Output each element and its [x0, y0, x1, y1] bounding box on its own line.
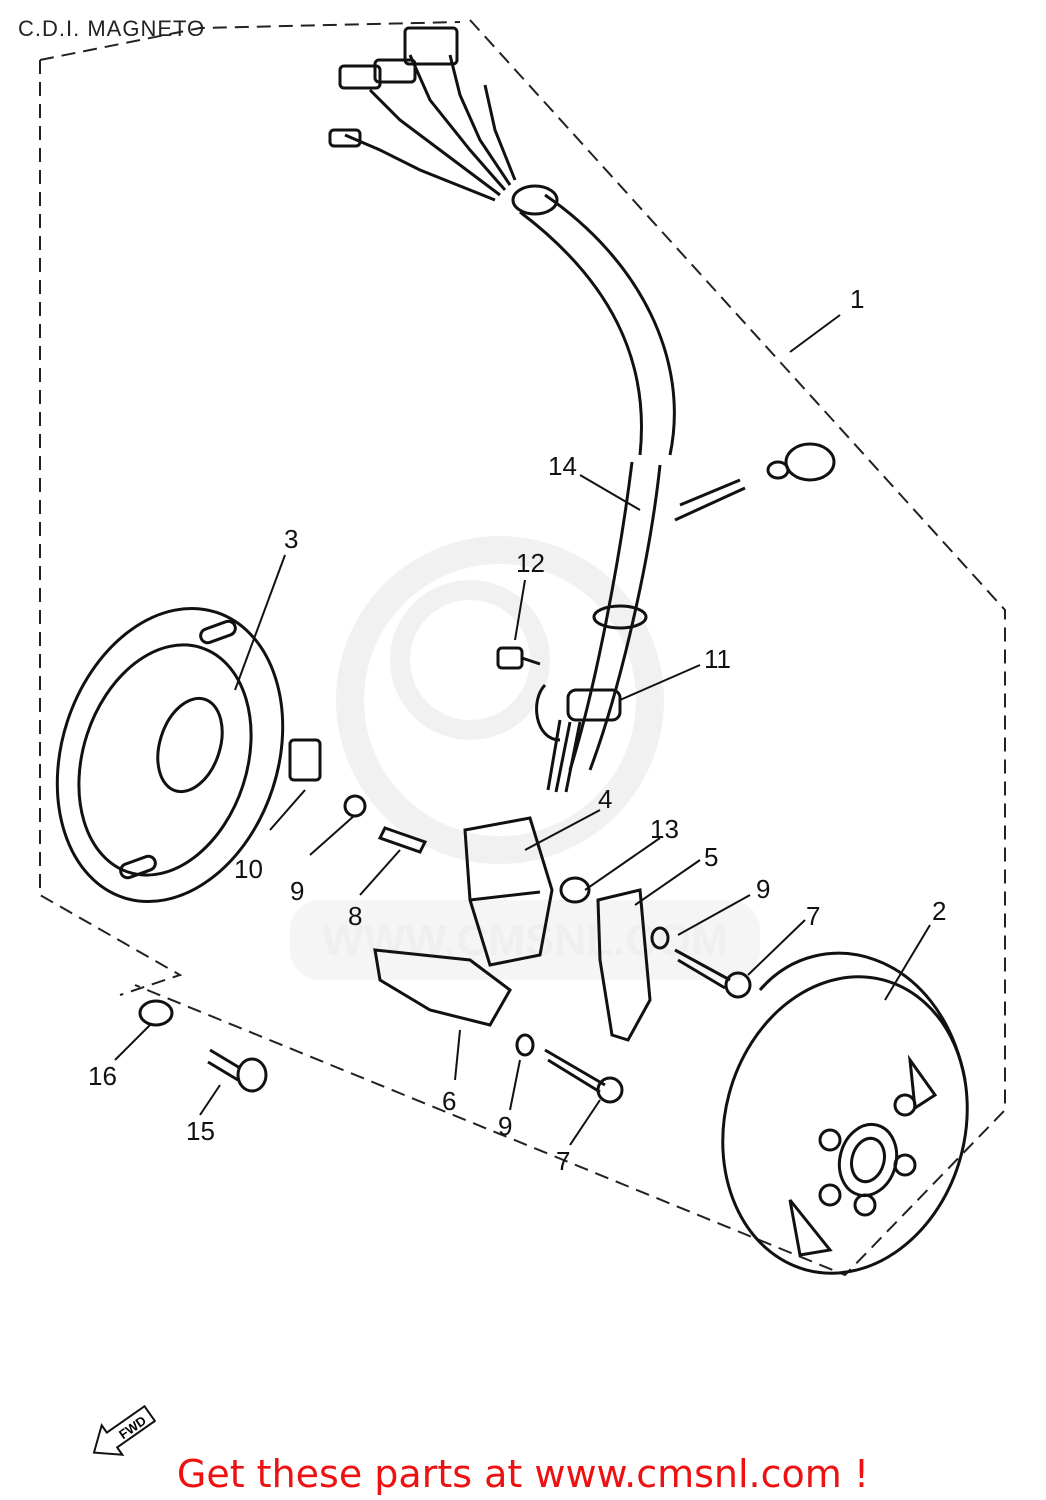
callout-1: 1	[850, 284, 864, 314]
callout-14: 14	[548, 451, 577, 481]
callout-9c: 9	[498, 1111, 512, 1141]
callout-7b: 7	[556, 1146, 570, 1176]
leader-lines	[114, 314, 931, 1146]
diagram-title: C.D.I. MAGNETO	[18, 16, 206, 41]
callout-4: 4	[598, 784, 612, 814]
callout-13: 13	[650, 814, 679, 844]
callout-11: 11	[704, 644, 731, 674]
flywheel-rotor	[721, 951, 969, 1275]
assembly-outline	[39, 19, 1006, 1277]
callout-15: 15	[186, 1116, 215, 1146]
callouts: 1 2 3 4 5 6 7 7 8 9 9 9 10 11 12 13 14 1…	[88, 284, 946, 1176]
callout-2: 2	[932, 896, 946, 926]
cdi-coils	[138, 816, 752, 1104]
stator-plate	[55, 606, 428, 904]
callout-12: 12	[516, 548, 545, 578]
callout-9b: 9	[756, 874, 770, 904]
callout-8: 8	[348, 901, 362, 931]
callout-10: 10	[234, 854, 263, 884]
callout-9a: 9	[290, 876, 304, 906]
promo-link[interactable]: Get these parts at www.cmsnl.com !	[176, 1452, 870, 1496]
callout-7a: 7	[806, 901, 820, 931]
callout-5: 5	[704, 842, 718, 872]
harness-clamp	[496, 646, 622, 793]
callout-16: 16	[88, 1061, 117, 1091]
callout-6: 6	[442, 1086, 456, 1116]
callout-3: 3	[284, 524, 298, 554]
